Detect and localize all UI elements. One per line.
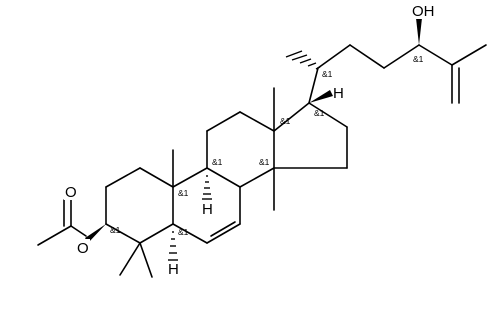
stereo-label-c5: &1 xyxy=(178,227,189,237)
bond-lines xyxy=(37,44,487,278)
stereo-labels: &1 &1 &1 &1 &1 &1 &1 &1 &1 xyxy=(110,54,424,237)
stereo-label-c20: &1 xyxy=(322,69,333,79)
c17-hydrogen-label: H xyxy=(333,85,344,102)
hydroxyl-label: OH xyxy=(412,3,435,20)
ester-carbonyl-oxygen-label: O xyxy=(65,184,77,201)
stereo-label-c13: &1 xyxy=(280,116,291,126)
stereo-label-c3: &1 xyxy=(110,225,121,235)
c9-hydrogen-label: H xyxy=(202,201,213,218)
atom-labels: OH O O H H H xyxy=(64,2,440,278)
stereo-label-c10: &1 xyxy=(178,188,189,198)
stereo-bonds xyxy=(85,18,422,261)
stereo-label-c14: &1 xyxy=(259,157,270,167)
ester-oxygen-label: O xyxy=(77,240,89,257)
stereo-label-c9: &1 xyxy=(212,157,223,167)
stereo-label-c17: &1 xyxy=(314,108,325,118)
hashed-wedges xyxy=(168,50,321,261)
stereo-label-c24: &1 xyxy=(413,54,424,64)
c5-hydrogen-label: H xyxy=(168,261,179,278)
